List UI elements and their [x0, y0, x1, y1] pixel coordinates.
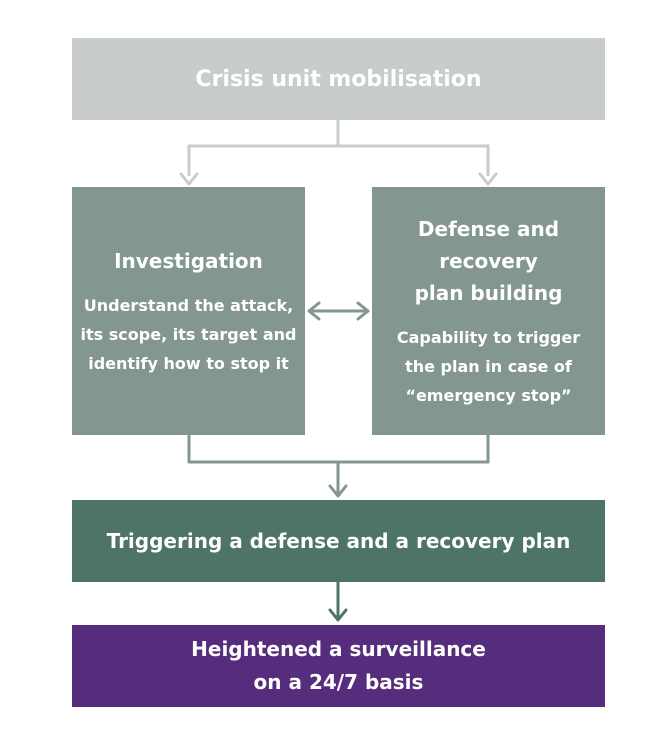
merge-connector [187, 433, 490, 498]
investigation-title: Investigation [114, 248, 263, 273]
surveillance-box: Heightened a surveillance on a 24/7 basi… [72, 625, 605, 707]
split-arrowheads [179, 172, 498, 186]
trigger-plan-label: Triggering a defense and a recovery plan [106, 529, 571, 553]
investigation-description: Understand the attack, its scope, its ta… [80, 295, 297, 373]
arrow-down-left [179, 172, 199, 186]
bidirectional-arrow [307, 301, 370, 321]
surveillance-label: Heightened a surveillance on a 24/7 basi… [191, 637, 486, 694]
investigation-box: Investigation Understand the attack, its… [72, 187, 305, 435]
defense-recovery-box: Defense and recovery plan building Capab… [372, 187, 605, 435]
crisis-unit-box: Crisis unit mobilisation [72, 38, 605, 120]
arrow-down-merge [328, 484, 348, 498]
crisis-unit-label: Crisis unit mobilisation [195, 66, 482, 92]
trigger-to-surveillance-connector [328, 580, 348, 622]
defense-recovery-description: Capability to trigger the plan in case o… [396, 327, 581, 405]
defense-recovery-title: Defense and recovery plan building [414, 216, 563, 305]
arrow-down-final [328, 608, 348, 622]
trigger-plan-box: Triggering a defense and a recovery plan [72, 500, 605, 582]
split-connector [187, 120, 490, 176]
arrow-down-right [478, 172, 498, 186]
